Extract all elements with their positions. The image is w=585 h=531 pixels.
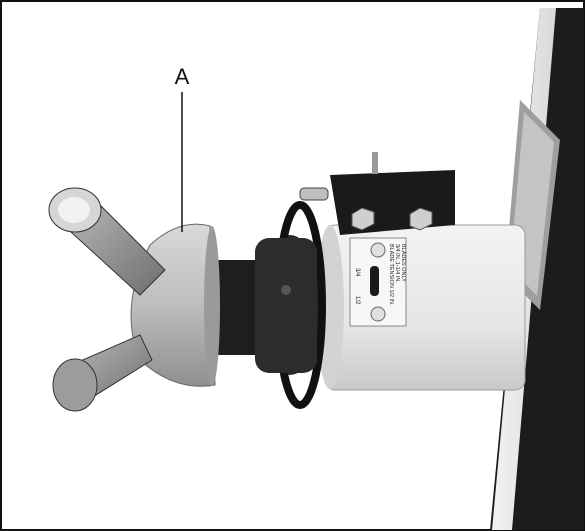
tension-label-plate: 3/4 1/2 BLADE TENSION 1/2 IN. 3/4 IN.,1-… xyxy=(349,237,407,327)
plate-line-2: 3/4 IN.,1-1/4 IN. xyxy=(394,244,400,283)
knob-handle-upper xyxy=(48,187,166,296)
plate-scale-bottom: 1/2 xyxy=(354,296,360,305)
bracket-bolt xyxy=(351,207,375,231)
knob-handle-lower xyxy=(52,334,153,412)
plate-line-3: BLADES ONLY xyxy=(400,244,406,282)
callout-label-a: A xyxy=(174,64,190,89)
plate-scale-top: 3/4 xyxy=(354,268,360,277)
bracket-bolt xyxy=(409,207,433,231)
plate-line-1: BLADE TENSION 1/2 IN. xyxy=(388,244,394,306)
